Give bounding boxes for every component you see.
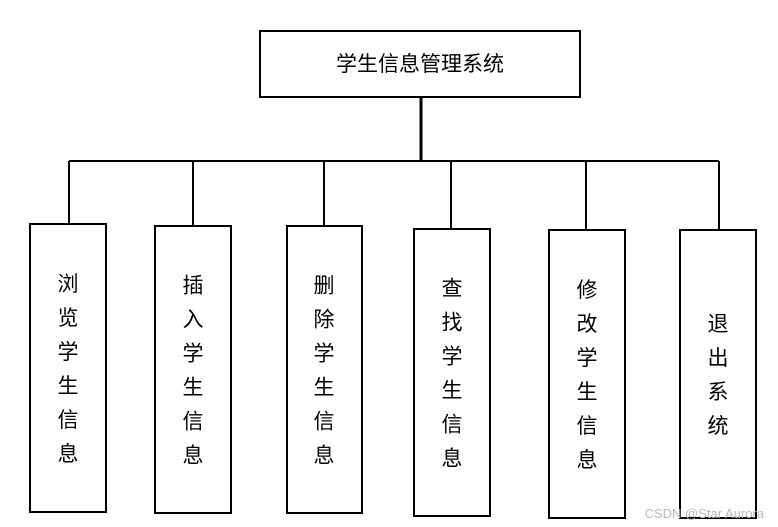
root-node: 学生信息管理系统 xyxy=(259,30,581,98)
child-node-label: 退出系统 xyxy=(708,312,729,438)
watermark-text: CSDN @Star Aurora xyxy=(644,506,764,521)
child-node-label: 浏览学生信息 xyxy=(58,272,79,466)
child-node-browse: 浏览学生信息 xyxy=(29,223,107,513)
child-node-label: 删除学生信息 xyxy=(314,274,335,468)
root-node-label: 学生信息管理系统 xyxy=(336,52,504,76)
child-node-exit: 退出系统 xyxy=(679,229,757,519)
child-node-modify: 修改学生信息 xyxy=(548,229,626,519)
child-node-label: 查找学生信息 xyxy=(442,277,463,471)
child-node-delete: 删除学生信息 xyxy=(286,225,363,514)
child-node-label: 修改学生信息 xyxy=(577,278,598,472)
child-node-label: 插入学生信息 xyxy=(183,274,204,468)
child-node-search: 查找学生信息 xyxy=(413,228,491,517)
child-node-insert: 插入学生信息 xyxy=(154,225,232,514)
